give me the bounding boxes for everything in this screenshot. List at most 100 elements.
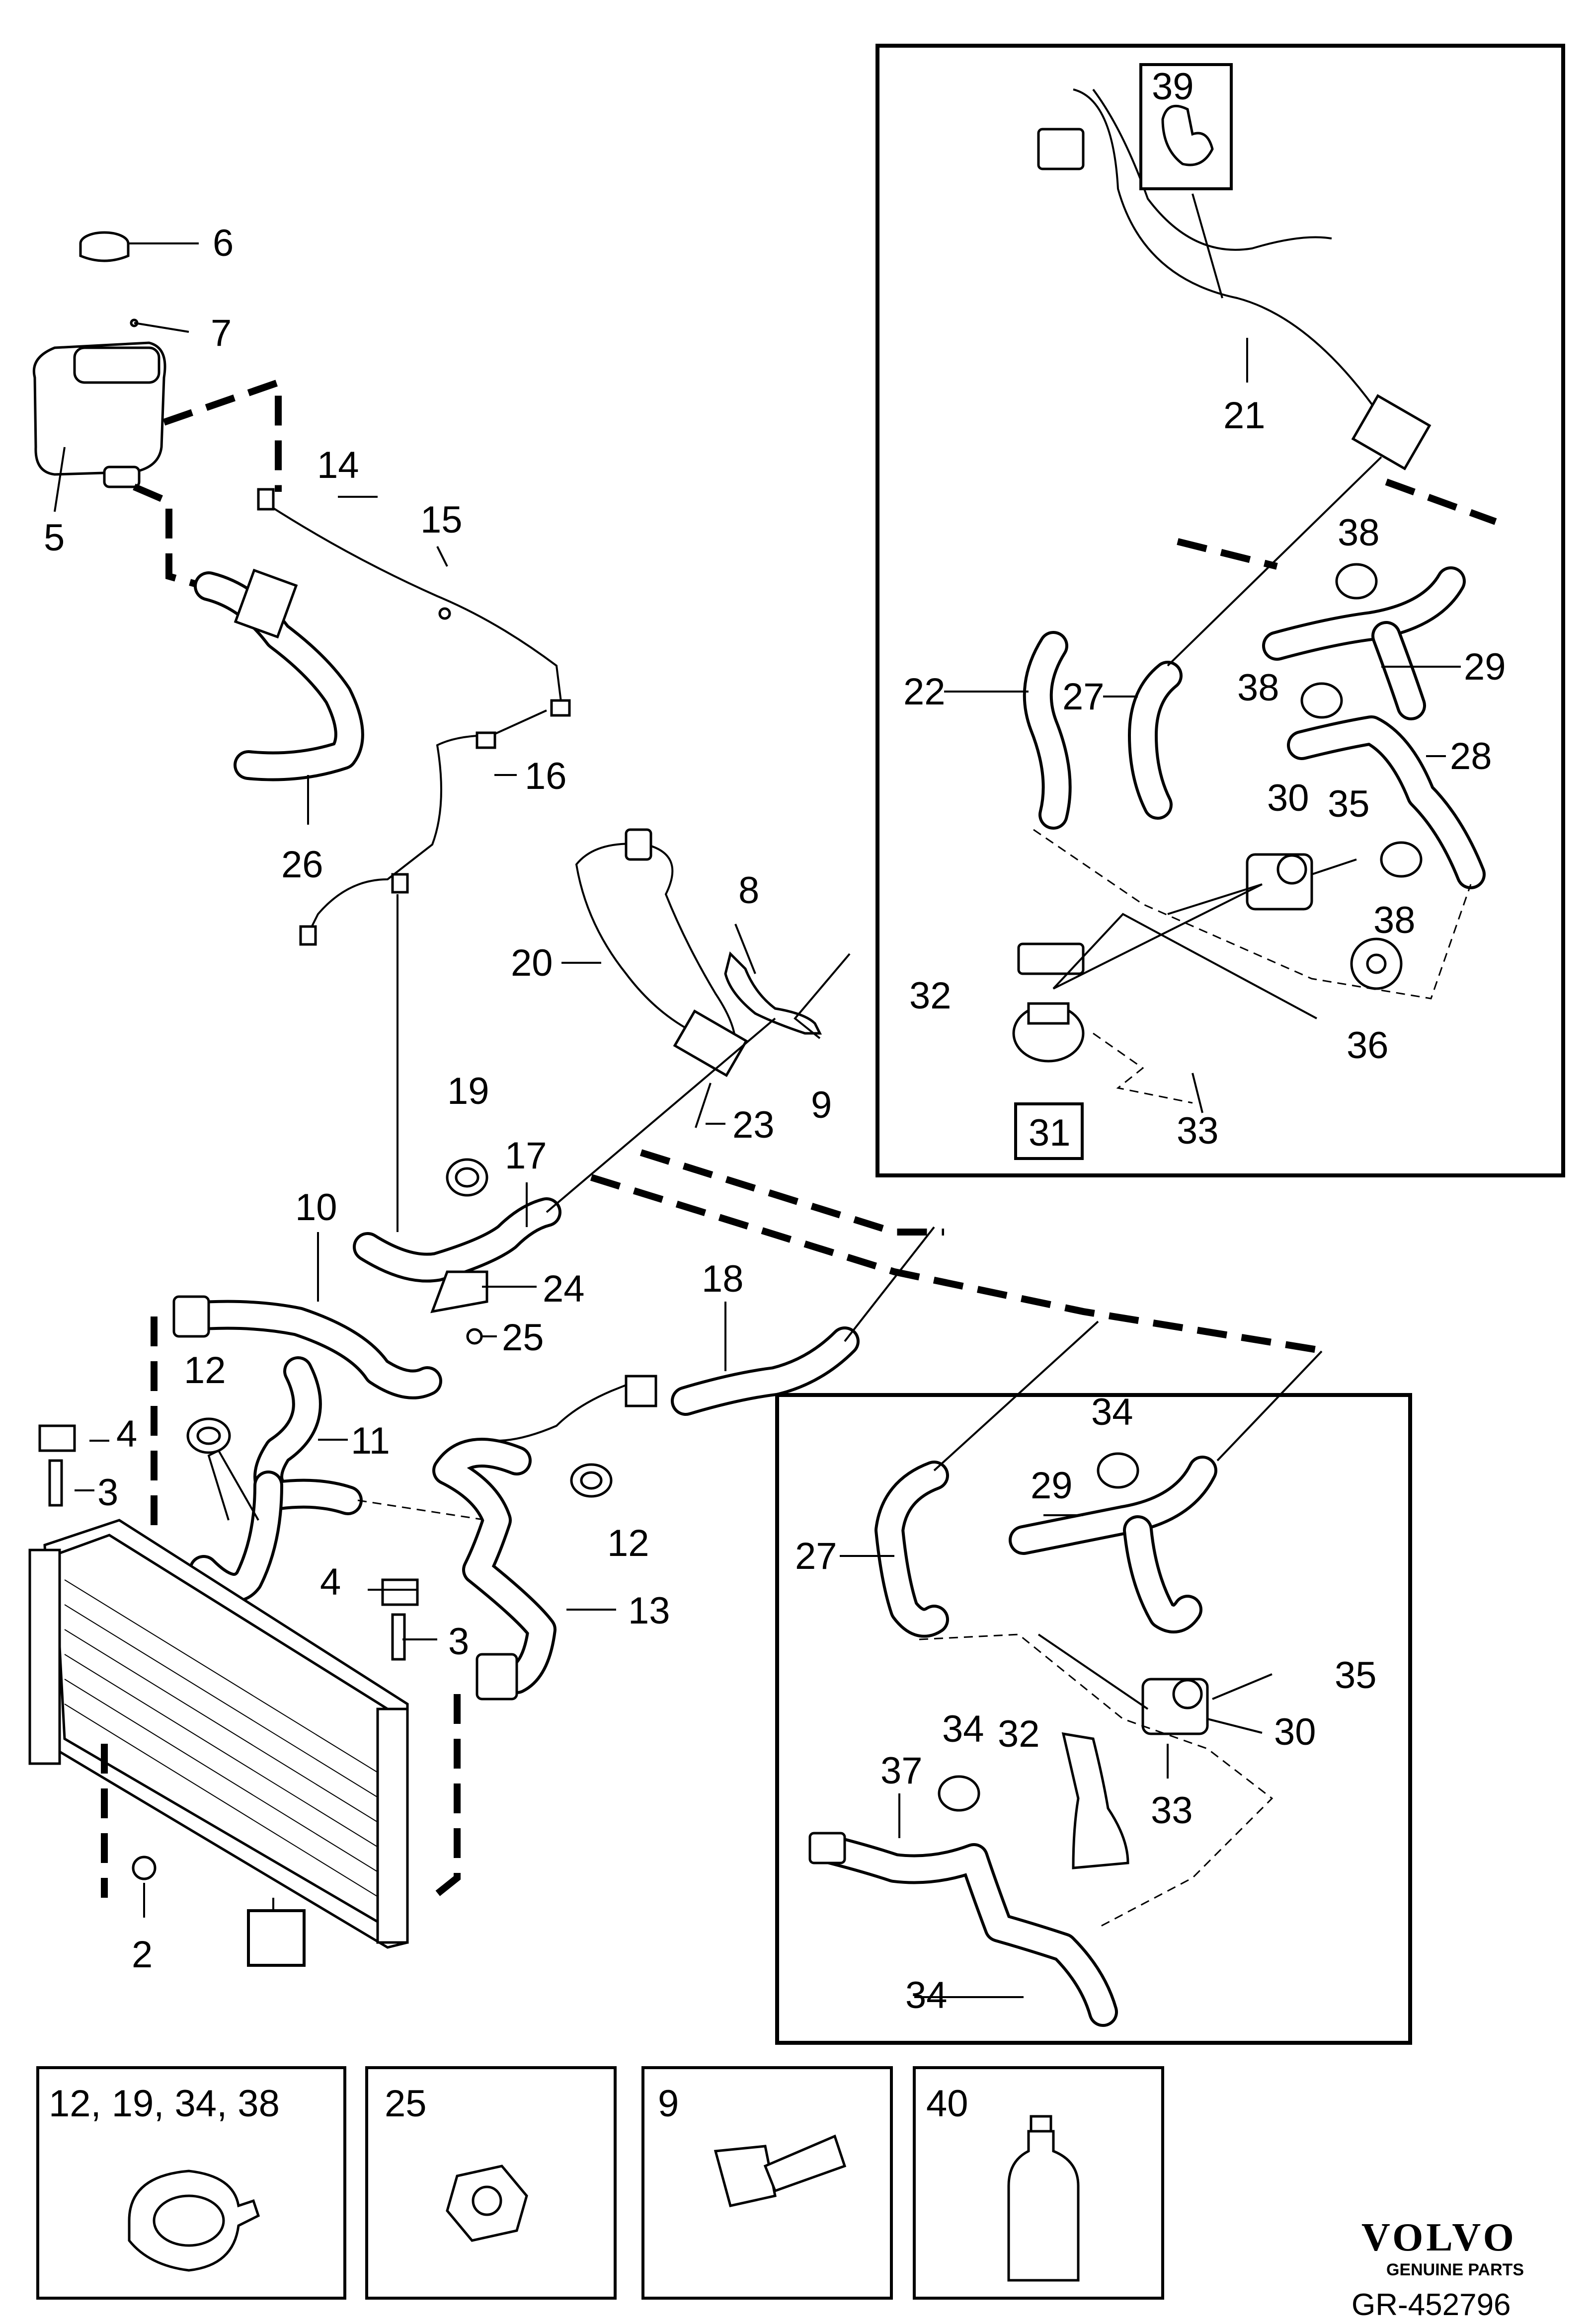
callout-8: 8 xyxy=(738,869,759,912)
hose-18 xyxy=(496,1326,860,1442)
tank-hose-dash-2 xyxy=(133,483,205,590)
legend-fluid-label: 40 xyxy=(926,2083,968,2125)
clamps-38 xyxy=(1300,563,1423,878)
callout-34-top: 34 xyxy=(1091,1391,1133,1433)
callout-32-bottom: 32 xyxy=(998,1713,1040,1755)
callout-26: 26 xyxy=(281,844,323,886)
callout-3-left: 3 xyxy=(97,1472,118,1514)
legend-fluid: 40 xyxy=(913,2066,1164,2300)
callout-21: 21 xyxy=(1223,394,1266,437)
clamp-12-leaders xyxy=(207,1449,259,1521)
callout-22: 22 xyxy=(903,671,946,713)
clip-39 xyxy=(1161,104,1214,166)
callout-30-top: 30 xyxy=(1267,777,1309,819)
callout-31: 31 xyxy=(1029,1112,1071,1154)
pump-31 xyxy=(1012,942,1085,1063)
hose-11-to-13-dash xyxy=(357,1499,487,1521)
clamp-12-right xyxy=(570,1463,613,1498)
callout-25: 25 xyxy=(502,1317,544,1359)
clamp-12-left xyxy=(186,1417,231,1454)
bracket-32-bottom xyxy=(1061,1732,1129,1869)
callout-16: 16 xyxy=(525,755,567,797)
clamp-34-mid xyxy=(938,1775,980,1812)
callout-34-mid: 34 xyxy=(942,1708,984,1750)
callout-29-top: 29 xyxy=(1464,646,1506,688)
legend-bolt-label: 9 xyxy=(658,2083,679,2125)
callout-34-bottom: 34 xyxy=(905,1974,948,2016)
callout-31-box xyxy=(1014,1102,1084,1160)
callout-35-top: 35 xyxy=(1328,783,1370,825)
hose-29-bottom xyxy=(1009,1456,1217,1633)
callout-6: 6 xyxy=(213,222,234,264)
valve-30-top xyxy=(1246,853,1313,911)
hose-28 xyxy=(1287,715,1486,889)
inset-top-dashed-links-2 xyxy=(1093,1032,1193,1104)
callout-30-bottom: 30 xyxy=(1274,1711,1316,1753)
callout-12-right: 12 xyxy=(607,1522,649,1564)
hose-10 xyxy=(172,1295,442,1399)
valve-30-bottom xyxy=(1141,1678,1209,1735)
callout-labels: 1 2 3 3 4 4 5 6 7 8 9 10 11 12 12 13 14 … xyxy=(44,66,1506,2016)
screw-35-bottom xyxy=(1212,1673,1273,1700)
inset-dash-22 xyxy=(1177,538,1278,570)
callout-36: 36 xyxy=(1347,1024,1389,1067)
callout-11: 11 xyxy=(351,1420,390,1462)
hose-37 xyxy=(808,1832,1118,2027)
legend-nut: 25 xyxy=(365,2066,617,2300)
clip-39-leader xyxy=(1192,193,1223,299)
callout-12-left: 12 xyxy=(184,1349,226,1392)
hose-17-connector xyxy=(546,1017,776,1213)
hose-27-top xyxy=(1128,661,1183,820)
mount-4-right xyxy=(381,1578,419,1606)
callout-13: 13 xyxy=(628,1590,670,1632)
pin-3-right xyxy=(391,1613,406,1661)
hose-26 xyxy=(194,568,364,781)
callout-27-top: 27 xyxy=(1062,676,1105,718)
callout-27-bottom: 27 xyxy=(795,1535,837,1577)
legend-clamp: 12, 19, 34, 38 xyxy=(36,2066,346,2300)
clamp-19 xyxy=(446,1158,488,1197)
hose-13-dash xyxy=(430,1694,461,1901)
hose-22 xyxy=(1023,631,1072,830)
inset-frame-top-right xyxy=(875,44,1565,1177)
callout-35-bottom: 35 xyxy=(1335,1654,1377,1697)
legend-clamp-label: 12, 19, 34, 38 xyxy=(49,2083,280,2125)
hose-29-top xyxy=(1262,566,1466,720)
hose-13 xyxy=(432,1438,557,1701)
callout-leaders xyxy=(54,242,1461,1998)
hose-17 xyxy=(353,1197,561,1283)
callout-38-a: 38 xyxy=(1338,512,1380,554)
hose-27-connector xyxy=(1167,456,1382,667)
callout-18: 18 xyxy=(702,1258,744,1300)
callout-5: 5 xyxy=(44,517,65,559)
callout-20: 20 xyxy=(511,942,553,984)
inset-top-leaders xyxy=(1052,883,1317,1019)
callout-3-right: 3 xyxy=(448,1621,469,1663)
callout-23: 23 xyxy=(732,1104,775,1146)
callout-14: 14 xyxy=(317,444,359,486)
hose-29b-connector xyxy=(1216,1350,1323,1462)
tank-hose-dash xyxy=(162,378,282,492)
callout-2: 2 xyxy=(132,1934,153,1976)
diagram-code: GR-452796 xyxy=(1352,2288,1511,2322)
hose-27-bottom xyxy=(875,1461,949,1638)
bolt-23 xyxy=(695,1083,712,1128)
pipe-20 xyxy=(575,828,748,1078)
callout-33-bottom: 33 xyxy=(1151,1789,1193,1832)
screw-35-top xyxy=(1311,858,1357,875)
radiator xyxy=(28,1519,409,1949)
callout-28: 28 xyxy=(1450,735,1492,777)
callout-29-bottom: 29 xyxy=(1031,1465,1073,1507)
callout-7: 7 xyxy=(211,312,232,354)
expansion-tank xyxy=(32,231,166,488)
mount-4-left xyxy=(38,1424,76,1452)
callout-1-box xyxy=(247,1909,306,1967)
nut-25 xyxy=(466,1328,483,1345)
callout-33-top: 33 xyxy=(1177,1110,1219,1152)
callout-38-c: 38 xyxy=(1373,899,1416,941)
inset-frame-bottom-right xyxy=(775,1393,1412,2045)
callout-19: 19 xyxy=(447,1070,489,1112)
genuine-parts: GENUINE PARTS xyxy=(1386,2260,1524,2279)
callout-10: 10 xyxy=(295,1186,337,1229)
